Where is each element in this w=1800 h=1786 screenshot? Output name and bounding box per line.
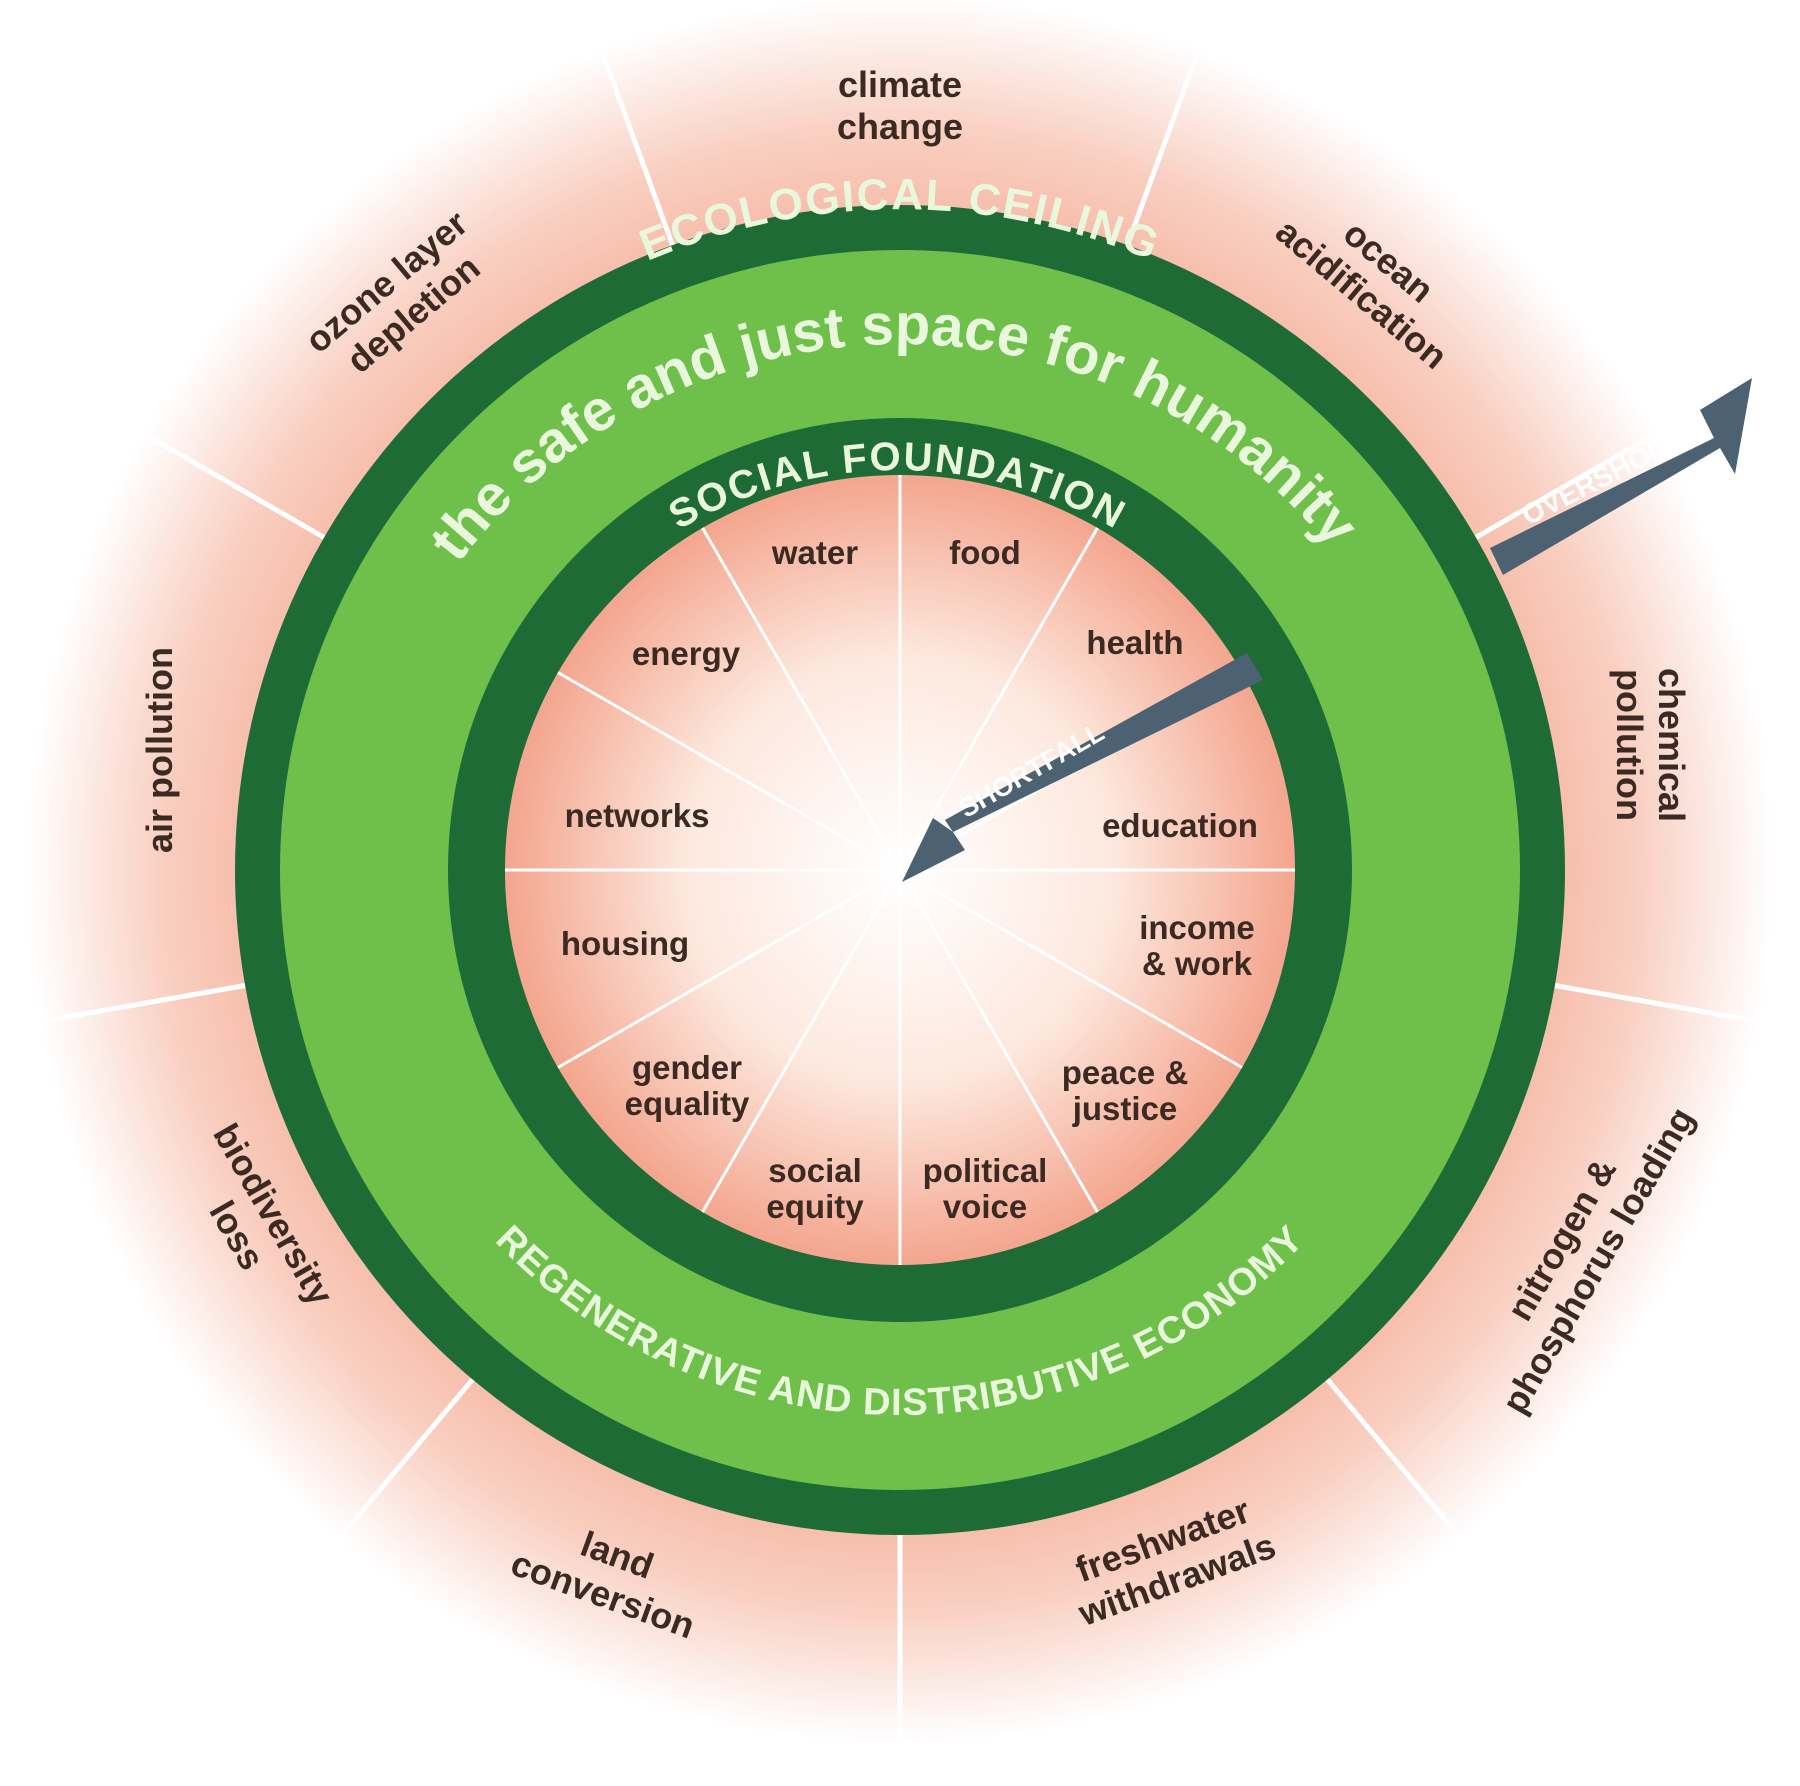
outer-spokes [8,18,1792,1775]
peace-justice-label-line: justice [1072,1090,1178,1127]
energy-label: energy [632,635,741,672]
peace-justice-label: peace &justice [1062,1054,1189,1127]
inner-spoke [701,869,902,1213]
income-work-label: income& work [1139,909,1255,982]
shortfall-arrow-shape [902,653,1263,882]
income-work-label-line: & work [1142,945,1253,982]
inner-spoke [898,527,1099,871]
air-pollution-label: air pollution [139,647,180,853]
energy-label-line: energy [632,635,741,672]
social-equity-label-line: equity [766,1188,864,1225]
peace-justice-label-line: peace & [1062,1054,1189,1091]
outer-spoke [114,415,326,540]
chemical-pollution-label-line: chemical [1651,668,1692,822]
chemical-pollution-label: chemicalpollution [1609,668,1692,822]
gender-equality-label-line: equality [625,1085,750,1122]
inner-spoke [899,868,1243,1069]
social-dimension-labels: food health education income& work peace &ju… [561,534,1258,1225]
education-label: education [1102,807,1258,844]
gender-equality-label-line: gender [632,1049,742,1086]
chemical-pollution-label-line: pollution [1609,669,1650,821]
networks-label: networks [565,797,710,834]
health-label-line: health [1086,624,1183,661]
food-label: food [949,534,1020,571]
education-label-line: education [1102,807,1258,844]
climate-change-label-line: change [837,106,963,147]
outer-spoke [316,1377,475,1565]
social-equity-label-line: social [768,1152,862,1189]
outer-spoke [1325,1377,1484,1565]
political-voice-label-line: political [923,1152,1048,1189]
outer-spoke [8,983,246,1030]
air-pollution-label-line: air pollution [139,647,180,853]
health-label: health [1086,624,1183,661]
housing-label-line: housing [561,925,689,962]
housing-label: housing [561,925,689,962]
inner-spoke [557,671,901,872]
food-label-line: food [949,534,1020,571]
inner-spoke [701,527,902,871]
climate-change-label-line: climate [838,64,962,105]
networks-label-line: networks [565,797,710,834]
outer-spoke [1554,983,1792,1030]
water-label: water [771,534,858,571]
outer-spoke [1125,18,1212,246]
overshoot-arrow-shape [1490,378,1752,575]
income-work-label-line: income [1139,909,1255,946]
outer-spoke [1474,415,1686,540]
inner-spoke [557,868,901,1069]
political-voice-label-line: voice [943,1188,1027,1225]
inner-spoke [898,869,1099,1213]
water-label-line: water [771,534,858,571]
outer-spoke [588,18,675,246]
